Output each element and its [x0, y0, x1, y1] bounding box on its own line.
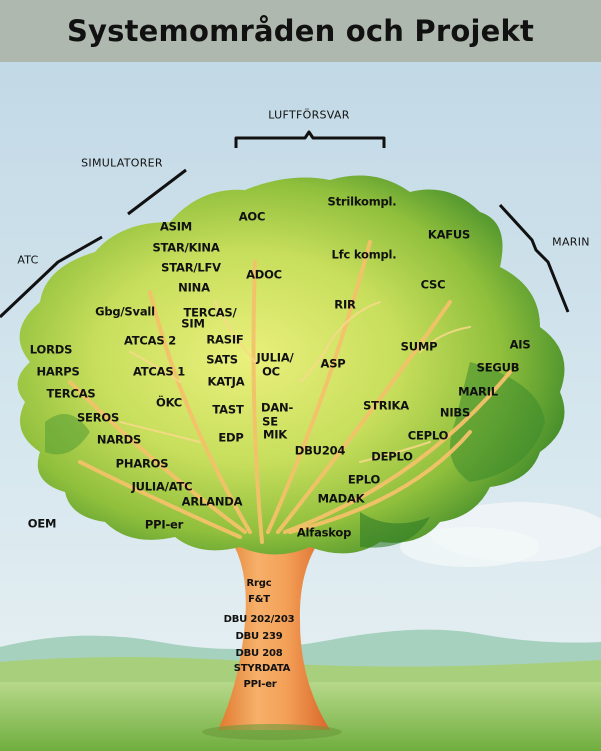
branch-label: JULIA/ATC: [131, 479, 193, 494]
branch-label: OEM: [27, 516, 57, 531]
branch-label: SATS: [206, 352, 238, 367]
branch-label: DBU204: [294, 443, 346, 458]
branch-label: NIBS: [439, 405, 471, 420]
branch-label: STAR/LFV: [161, 260, 221, 275]
trunk-label: DBU 208: [235, 648, 283, 659]
trunk-label: Rrgc: [246, 578, 272, 589]
branch-label: CSC: [420, 277, 446, 292]
branch-label: ÖKC: [155, 395, 183, 410]
branch-label: Strilkompl.: [327, 194, 397, 209]
branch-label: ATCAS 1: [132, 364, 186, 379]
category-label: MARIN: [552, 235, 590, 249]
branch-label: OC: [262, 364, 280, 379]
branch-label: DEPLO: [371, 449, 413, 464]
branch-label: DAN-: [260, 400, 294, 415]
branch-label: PPI-er: [144, 517, 184, 532]
trunk-label: DBU 239: [235, 631, 283, 642]
branch-label: MIK: [262, 427, 288, 442]
category-label: LUFTFÖRSVAR: [268, 108, 350, 122]
trunk-label: PPI-er: [243, 679, 277, 690]
branch-label: CEPLO: [407, 428, 449, 443]
branch-label: SEGUB: [476, 360, 520, 375]
branch-label: Gbg/Svall: [95, 304, 155, 319]
branch-label: SIM: [181, 316, 205, 331]
branch-label: ADOC: [246, 267, 282, 282]
title-banner: Systemområden och Projekt: [0, 0, 601, 62]
branch-label: NARDS: [96, 432, 142, 447]
branch-label: Alfaskop: [296, 525, 352, 540]
trunk-label: F&T: [248, 594, 270, 605]
tree-illustration: LUFTFÖRSVAR SIMULATORER MARIN ATC Strilk…: [0, 62, 601, 751]
branch-label: RIR: [334, 297, 356, 312]
category-label: ATC: [17, 253, 39, 267]
tree-artwork: [0, 62, 601, 751]
branch-label: JULIA/: [256, 350, 294, 365]
branch-label: TERCAS/: [183, 305, 237, 320]
branch-label: MADAK: [317, 491, 365, 506]
branch-label: ATCAS 2: [123, 333, 177, 348]
branch-label: RASIF: [206, 332, 244, 347]
branch-label: PHAROS: [115, 456, 169, 471]
branch-label: STRIKA: [363, 398, 409, 413]
branch-label: SUMP: [400, 339, 438, 354]
branch-label: EPLO: [347, 472, 381, 487]
trunk-label: DBU 202/203: [223, 614, 295, 625]
branch-label: NINA: [178, 280, 210, 295]
branch-label: ASIM: [159, 219, 193, 234]
branch-label: SEROS: [76, 410, 120, 425]
page-title: Systemområden och Projekt: [66, 14, 535, 48]
branch-label: Lfc kompl.: [331, 247, 397, 262]
branch-label: ASP: [320, 356, 346, 371]
trunk-label: STYRDATA: [233, 663, 291, 674]
branch-label: TERCAS: [46, 386, 96, 401]
branch-label: HARPS: [36, 364, 80, 379]
branch-label: KAFUS: [427, 227, 471, 242]
branch-label: EDP: [218, 430, 244, 445]
branch-label: MARIL: [458, 384, 498, 399]
branch-label: STAR/KINA: [152, 240, 220, 255]
branch-label: AOC: [238, 209, 266, 224]
branch-label: LORDS: [29, 342, 73, 357]
branch-label: ARLANDA: [181, 494, 243, 509]
category-label: SIMULATORER: [81, 156, 163, 170]
branch-label: SE: [262, 414, 278, 429]
branch-label: AIS: [509, 337, 531, 352]
branch-label: KATJA: [207, 374, 245, 389]
branch-label: TAST: [212, 402, 244, 417]
